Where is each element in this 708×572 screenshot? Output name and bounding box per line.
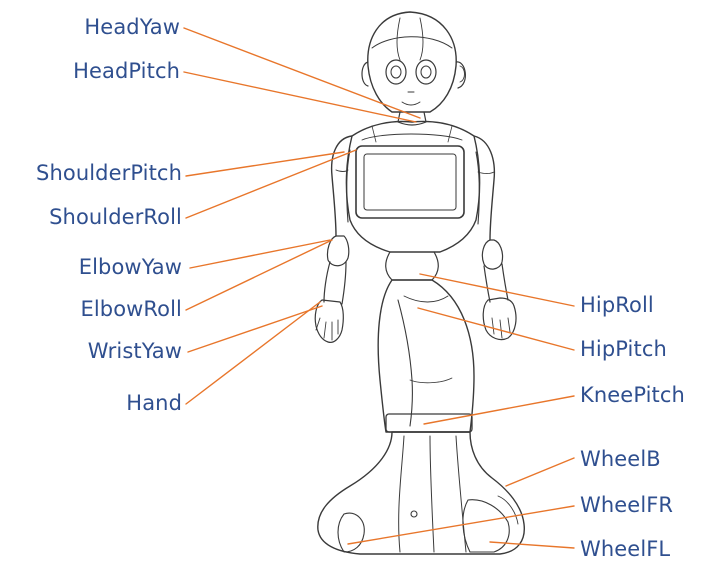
chest-tablet: [355, 145, 465, 219]
robot-base: [317, 431, 525, 555]
leader-knee-pitch: [423, 395, 575, 425]
label-knee-pitch: KneePitch: [580, 383, 685, 407]
robot-torso: [345, 120, 481, 281]
label-head-yaw: HeadYaw: [84, 15, 180, 39]
label-hip-roll: HipRoll: [580, 293, 654, 317]
leader-lines: [183, 27, 575, 549]
label-wheel-b: WheelB: [580, 447, 661, 471]
leader-wheel-b: [505, 457, 575, 487]
leader-hip-pitch: [417, 307, 575, 351]
robot-left-arm: [473, 135, 517, 341]
label-hand: Hand: [126, 391, 182, 415]
robot-leg: [377, 279, 475, 433]
leader-head-yaw: [183, 27, 421, 119]
label-elbow-yaw: ElbowYaw: [78, 255, 182, 279]
leader-head-pitch: [183, 71, 417, 123]
leader-wrist-yaw: [187, 305, 323, 353]
robot-outline: [314, 11, 525, 555]
wheel-front-left: [462, 499, 510, 553]
leader-wheel-fl: [489, 541, 575, 549]
robot-head: [361, 11, 466, 113]
label-wheel-fl: WheelFL: [580, 537, 671, 561]
leader-hand: [185, 301, 321, 405]
leader-hip-roll: [419, 273, 575, 307]
leader-elbow-yaw: [189, 239, 331, 269]
label-elbow-roll: ElbowRoll: [80, 297, 182, 321]
label-shoulder-roll: ShoulderRoll: [49, 205, 182, 229]
label-wheel-fr: WheelFR: [580, 493, 674, 517]
leader-elbow-roll: [185, 239, 333, 311]
leader-wheel-fr: [347, 505, 575, 545]
label-head-pitch: HeadPitch: [73, 59, 180, 83]
label-shoulder-pitch: ShoulderPitch: [36, 161, 182, 185]
label-hip-pitch: HipPitch: [580, 337, 667, 361]
robot-right-arm: [314, 135, 353, 343]
label-wrist-yaw: WristYaw: [87, 339, 182, 363]
leader-shoulder-pitch: [185, 151, 345, 177]
leader-shoulder-roll: [185, 149, 357, 219]
wheel-front-right: [337, 512, 365, 553]
